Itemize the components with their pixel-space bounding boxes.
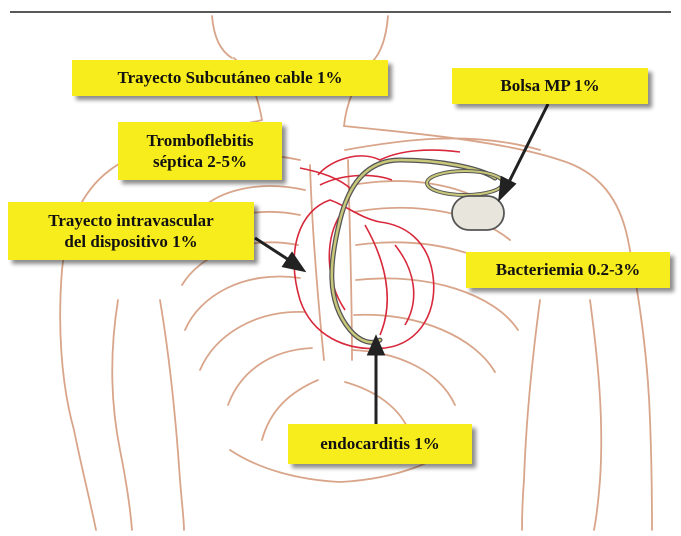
label-intravascular-line1: Trayecto intravascular (48, 210, 213, 231)
heart-illustration (294, 150, 460, 349)
label-endocarditis: endocarditis 1% (288, 424, 472, 464)
arrow-intravascular-head (284, 254, 303, 270)
label-subcutaneous: Trayecto Subcutáneo cable 1% (72, 60, 388, 96)
label-thrombophlebitis-line1: Tromboflebitis (146, 130, 253, 151)
label-intravascular: Trayecto intravascular del dispositivo 1… (8, 202, 254, 260)
label-pocket: Bolsa MP 1% (452, 68, 648, 104)
label-thrombophlebitis-line2: séptica 2-5% (153, 151, 247, 172)
label-intravascular-line2: del dispositivo 1% (64, 231, 197, 252)
label-bacteremia: Bacteriemia 0.2-3% (466, 252, 670, 288)
pacemaker-generator (452, 196, 504, 230)
label-thrombophlebitis: Tromboflebitis séptica 2-5% (118, 122, 282, 180)
arrow-pocket-head (500, 178, 514, 198)
